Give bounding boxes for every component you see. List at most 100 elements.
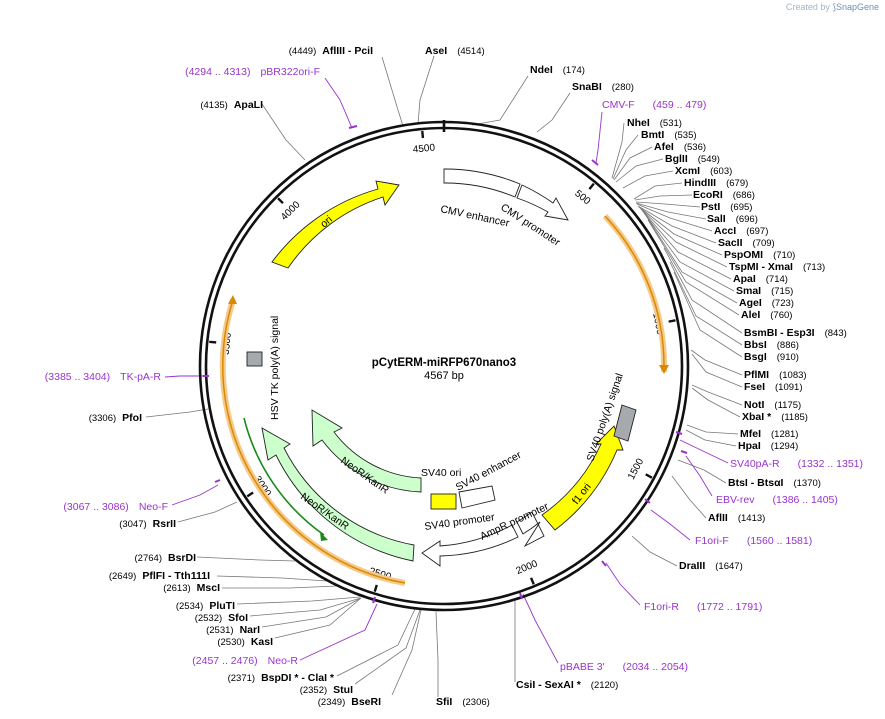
feature-sv40-enhancer xyxy=(458,485,496,509)
site-apali: (4135)ApaLI xyxy=(200,99,263,111)
orf-neo-green-arrowhead xyxy=(320,532,328,541)
leader-hindiii xyxy=(633,182,683,200)
site-nari: (2531)NarI xyxy=(206,624,260,636)
primer-cmv-f: CMV-F(459 .. 479) xyxy=(602,99,706,111)
feature-sv40-polya xyxy=(613,404,637,442)
snapgene-logo-icon: ⟆ xyxy=(832,2,836,12)
leader-acci xyxy=(636,203,713,232)
leader-snabi xyxy=(536,92,571,133)
primer-mark-neo-r xyxy=(372,596,376,604)
site-xbai: XbaI *(1185) xyxy=(742,411,808,423)
orf-miRFP-highlight xyxy=(602,213,668,373)
site-alei: AleI(760) xyxy=(741,309,792,321)
tick-label-500: 500 xyxy=(572,188,592,207)
leader-xbai xyxy=(691,387,741,418)
leader-smai xyxy=(641,209,735,292)
feature-neor-kanr-2 xyxy=(261,427,415,562)
site-bmti: BmtI(535) xyxy=(641,129,697,141)
plasmid-name: pCytERM-miRFP670nano3 xyxy=(372,357,516,369)
leader-psti xyxy=(635,201,701,208)
primer-ebv-rev: EBV-rev(1386 .. 1405) xyxy=(716,494,838,506)
primer-pbabe: pBABE 3'(2034 .. 2054) xyxy=(560,661,688,673)
leader-nari xyxy=(261,597,362,628)
tick-label-1500: 1500 xyxy=(626,456,646,481)
leader-apali xyxy=(261,103,306,161)
site-bbsi: BbsI(886) xyxy=(744,339,799,351)
feature-ori xyxy=(271,180,400,269)
primer-mark-ebv-rev xyxy=(680,450,688,454)
leader-bspdi xyxy=(336,608,416,677)
primer-neo-f: (3067 .. 3086)Neo-F xyxy=(63,501,168,513)
primer-mark-sv40pa-r xyxy=(675,431,683,435)
site-nhei: NheI(531) xyxy=(627,117,682,129)
site-ndei: NdeI(174) xyxy=(530,64,585,76)
leader-pbabe xyxy=(522,593,559,664)
leader-btsi xyxy=(677,459,727,484)
site-afliii-pcii: (4449)AflIII - PciI xyxy=(289,45,373,57)
leader-pspomi xyxy=(638,206,723,256)
site-sali: SalI(696) xyxy=(707,213,758,225)
site-bsgi: BsgI(910) xyxy=(744,351,799,363)
leader-pluti xyxy=(236,596,361,605)
site-sfoi: (2532)SfoI xyxy=(195,612,248,624)
plasmid-size: 4567 bp xyxy=(424,370,464,382)
leader-pfoi xyxy=(145,408,209,418)
leader-sali xyxy=(635,202,707,220)
site-snabi: SnaBI(280) xyxy=(572,81,634,93)
site-smai: SmaI(715) xyxy=(736,285,793,297)
leader-hpai xyxy=(685,429,737,447)
site-hindiii: HindIII(679) xyxy=(684,177,748,189)
primer-sv40pa-r: SV40pA-R(1332 .. 1351) xyxy=(730,458,863,470)
site-fsei: FseI(1091) xyxy=(744,381,802,393)
site-draiii: DraIII(1647) xyxy=(679,560,743,572)
feature-f1-ori xyxy=(541,425,624,531)
site-agei: AgeI(723) xyxy=(739,297,794,309)
site-apai: ApaI(714) xyxy=(733,273,788,285)
site-pflfi-tth111i: (2649)PflFI - Tth111I xyxy=(109,570,210,582)
leader-alei xyxy=(647,219,740,316)
leader-agei xyxy=(642,210,738,304)
leader-pbr322 xyxy=(324,77,353,129)
site-bsmbi-esp3i: BsmBI - Esp3I(843) xyxy=(744,327,847,339)
site-hpai: HpaI(1294) xyxy=(738,440,798,452)
leader-afliii xyxy=(381,56,404,127)
feature-cmv-enhancer xyxy=(443,168,521,198)
site-sfii: SfiI(2306) xyxy=(436,696,490,708)
tick-mark-1000 xyxy=(668,319,676,323)
leader-neo-f xyxy=(171,484,219,506)
leader-msci xyxy=(222,585,338,589)
primer-mark-f1ori-r xyxy=(601,560,607,567)
feature-label-hsv-tk-polya: HSV TK poly(A) signal xyxy=(269,316,281,420)
leader-stui xyxy=(354,609,421,685)
leader-kasi xyxy=(274,597,362,639)
tick-label-2000: 2000 xyxy=(515,558,540,577)
primer-mark-pbabe xyxy=(519,592,523,600)
leader-ecori xyxy=(634,194,693,201)
site-bglii: BglII(549) xyxy=(665,153,720,165)
leader-f1ori-r xyxy=(605,562,641,606)
tick-mark-2500 xyxy=(373,584,378,592)
leader-bsrdi xyxy=(196,556,296,562)
orf-miRFP-arrowhead xyxy=(659,365,669,374)
primer-f1ori-f: F1ori-F(1560 .. 1581) xyxy=(695,535,812,547)
site-aflii: AflII(1413) xyxy=(708,512,765,524)
tick-mark-3000 xyxy=(246,491,254,498)
orf-neo-arrowhead xyxy=(228,295,237,304)
site-asei: AseI(4514) xyxy=(425,45,485,57)
leader-bsgi xyxy=(673,271,743,358)
leader-bglii xyxy=(615,158,664,183)
leader-draiii xyxy=(631,535,678,567)
primer-mark-cmv-f xyxy=(591,159,599,166)
leader-mfei xyxy=(686,424,739,435)
site-xcmi: XcmI(603) xyxy=(675,165,732,177)
site-sacii: SacII(709) xyxy=(718,237,775,249)
feature-cmv-promoter xyxy=(516,184,569,221)
leader-neo-r xyxy=(299,603,378,661)
leader-bmti xyxy=(612,134,639,180)
site-mfei: MfeI(1281) xyxy=(740,428,798,440)
site-kasi: (2530)KasI xyxy=(217,636,273,648)
leader-nhei xyxy=(611,122,625,179)
feature-neor-kanr-1 xyxy=(311,409,422,493)
site-msci: (2613)MscI xyxy=(163,582,220,594)
leader-f1ori-f xyxy=(650,509,691,541)
